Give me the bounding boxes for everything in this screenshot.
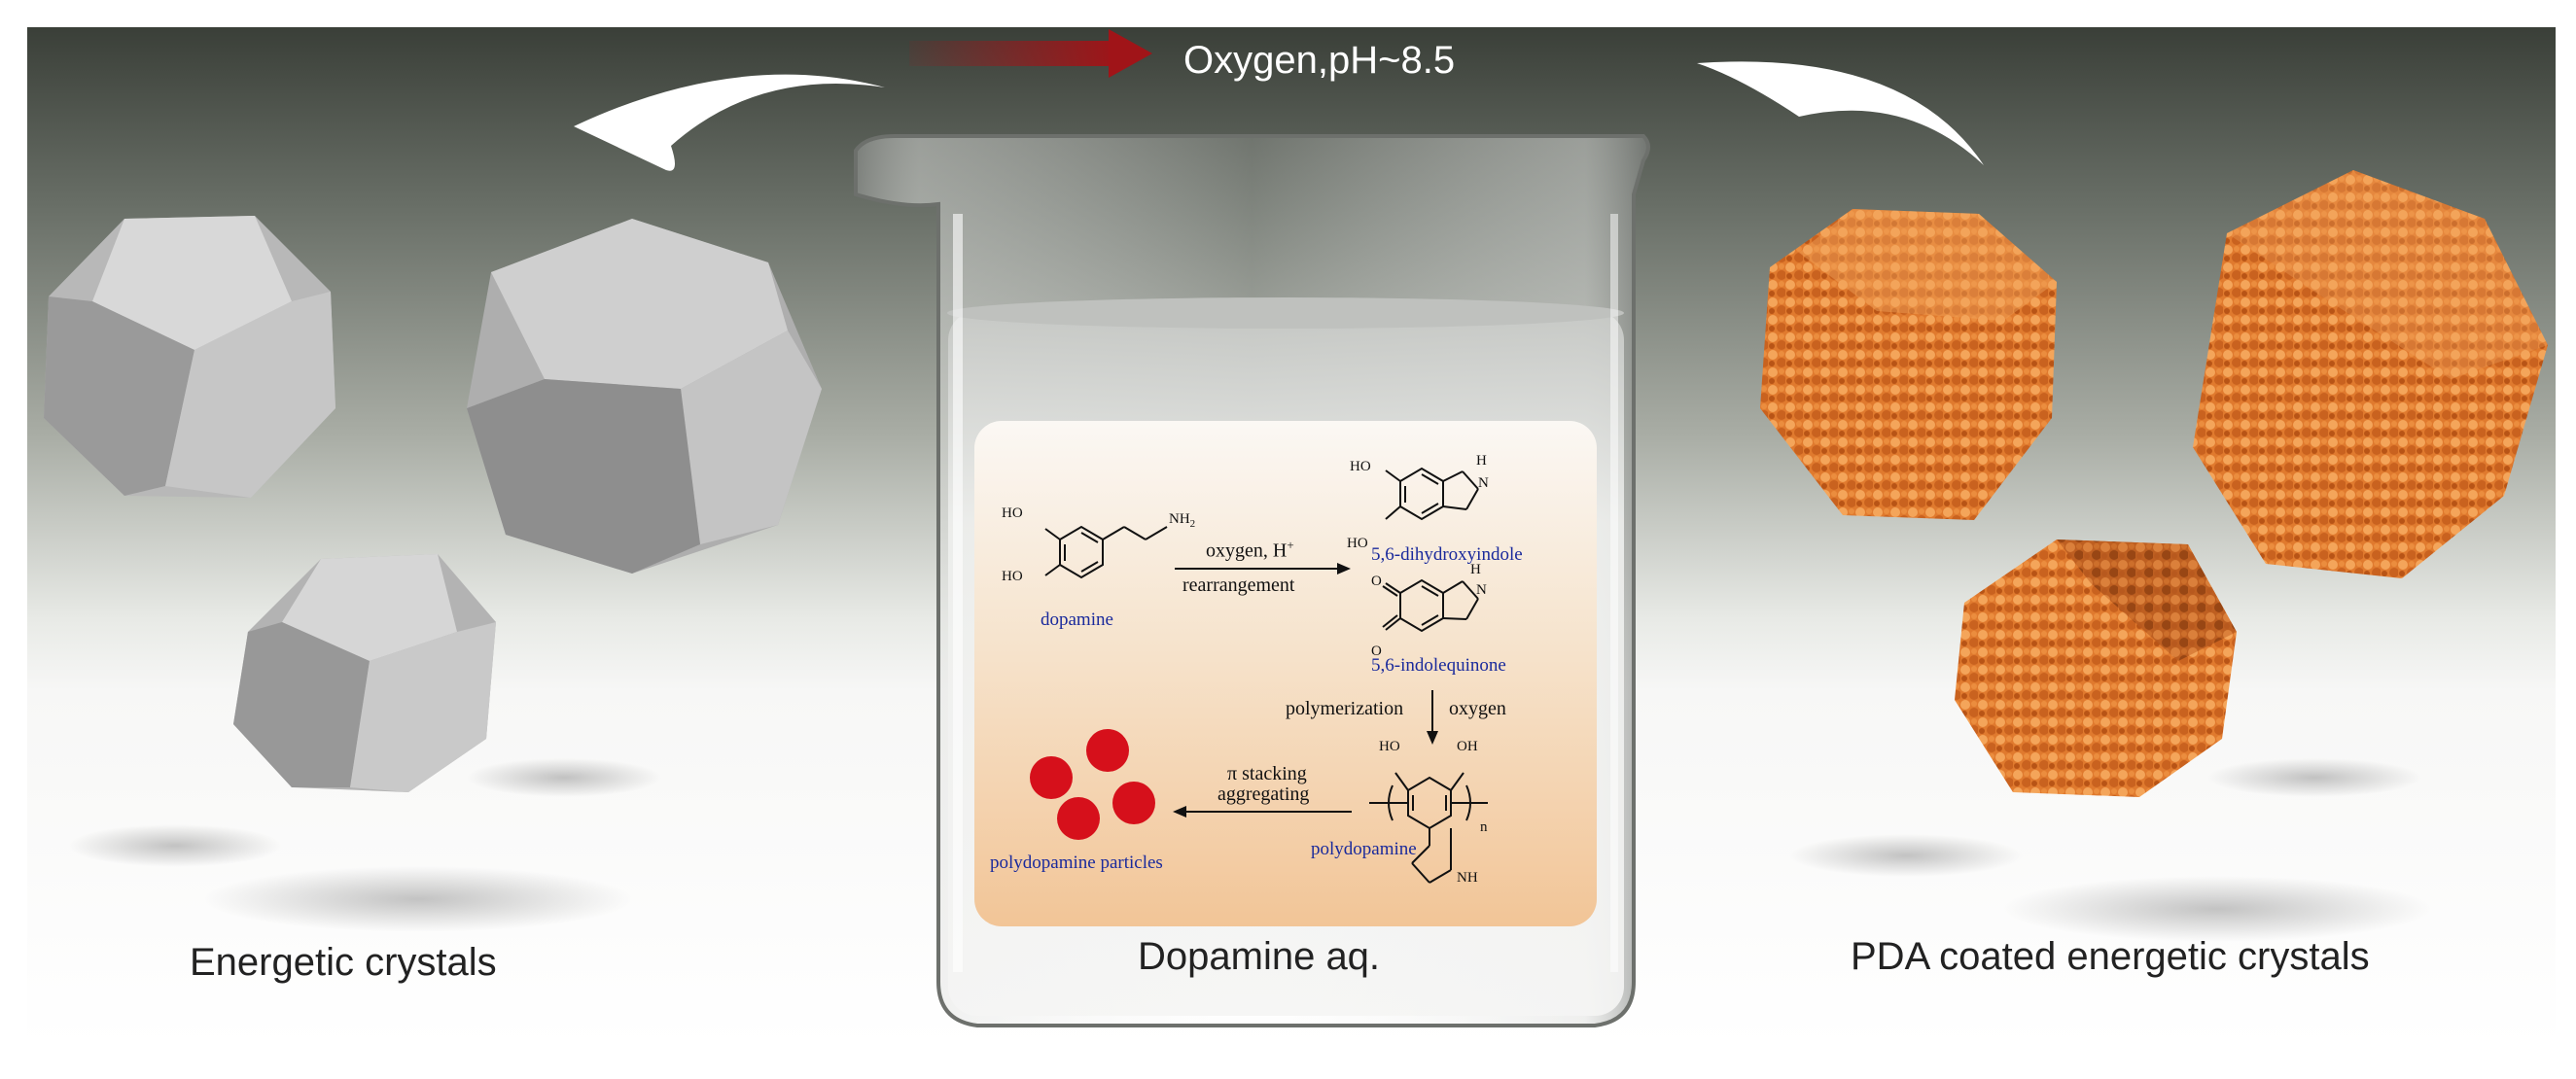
gray-crystal-1 [44, 216, 335, 498]
red-arrow [909, 29, 1152, 78]
gray-crystal-3 [233, 554, 496, 792]
particle [1030, 756, 1073, 799]
gray-crystal-2 [467, 219, 822, 574]
atom-o: O [1371, 574, 1382, 589]
white-curved-arrow-right [1697, 61, 1984, 166]
atom-h: H [1470, 562, 1481, 577]
coated-crystal-3 [1955, 540, 2237, 797]
crystal-shadow [2003, 876, 2431, 942]
arrow-step2 [1427, 690, 1438, 745]
coated-crystal-2 [2193, 170, 2548, 578]
atom-nh: NH [1457, 870, 1478, 886]
label-dihydroxyindole: 5,6-dihydroxyindole [1371, 544, 1523, 565]
atom-nh2: NH2 [1169, 511, 1196, 530]
label-pda-coated: PDA coated energetic crystals [1851, 935, 2370, 978]
atom-n-subscript: n [1480, 819, 1488, 835]
particle [1057, 797, 1100, 840]
white-curved-arrow-left [574, 74, 885, 171]
crystal-shadow [68, 824, 282, 867]
dopamine-structure [1044, 525, 1168, 579]
label-indolequinone: 5,6-indolequinone [1371, 655, 1506, 676]
atom-n: N [1478, 475, 1489, 491]
label-step1-bottom: rearrangement [1182, 574, 1295, 596]
crystal-shadow [467, 758, 661, 797]
label-oxygen-ph: Oxygen,pH~8.5 [1183, 39, 1456, 82]
particle [1112, 782, 1155, 824]
crystal-shadow [1789, 834, 2023, 877]
polydopamine-particles [1030, 729, 1155, 840]
label-energetic-crystals: Energetic crystals [190, 941, 497, 984]
atom-ho: HO [1379, 739, 1400, 754]
particle [1086, 729, 1129, 772]
arrow-step3 [1173, 806, 1352, 818]
atom-n: N [1476, 582, 1487, 598]
label-step2-right: oxygen [1449, 698, 1506, 719]
coated-crystal-1 [1760, 209, 2057, 520]
arrow-step1 [1175, 563, 1351, 574]
crystal-shadow [2207, 758, 2421, 797]
label-step2-left: polymerization [1286, 698, 1404, 719]
dihydroxyindole-structure [1385, 467, 1479, 521]
label-dopamine: dopamine [1041, 609, 1113, 630]
label-dopamine-aq: Dopamine aq. [1138, 935, 1381, 978]
crystal-shadow [204, 866, 632, 932]
atom-oh: OH [1457, 739, 1478, 754]
atom-ho: HO [1350, 459, 1371, 474]
label-step3-bottom: aggregating [1217, 783, 1310, 805]
atom-h: H [1476, 453, 1487, 469]
atom-ho: HO [1347, 536, 1368, 551]
label-step3-top: π stacking [1227, 763, 1307, 784]
atom-ho: HO [1002, 569, 1023, 584]
atom-o: O [1371, 644, 1382, 659]
indolequinone-structure [1382, 578, 1479, 633]
label-polydopamine-particles: polydopamine particles [990, 853, 1163, 873]
label-step1-top: oxygen, H+ [1206, 538, 1294, 562]
atom-ho: HO [1002, 505, 1023, 521]
polydopamine-structure [1369, 772, 1488, 884]
label-polydopamine: polydopamine [1311, 839, 1417, 859]
